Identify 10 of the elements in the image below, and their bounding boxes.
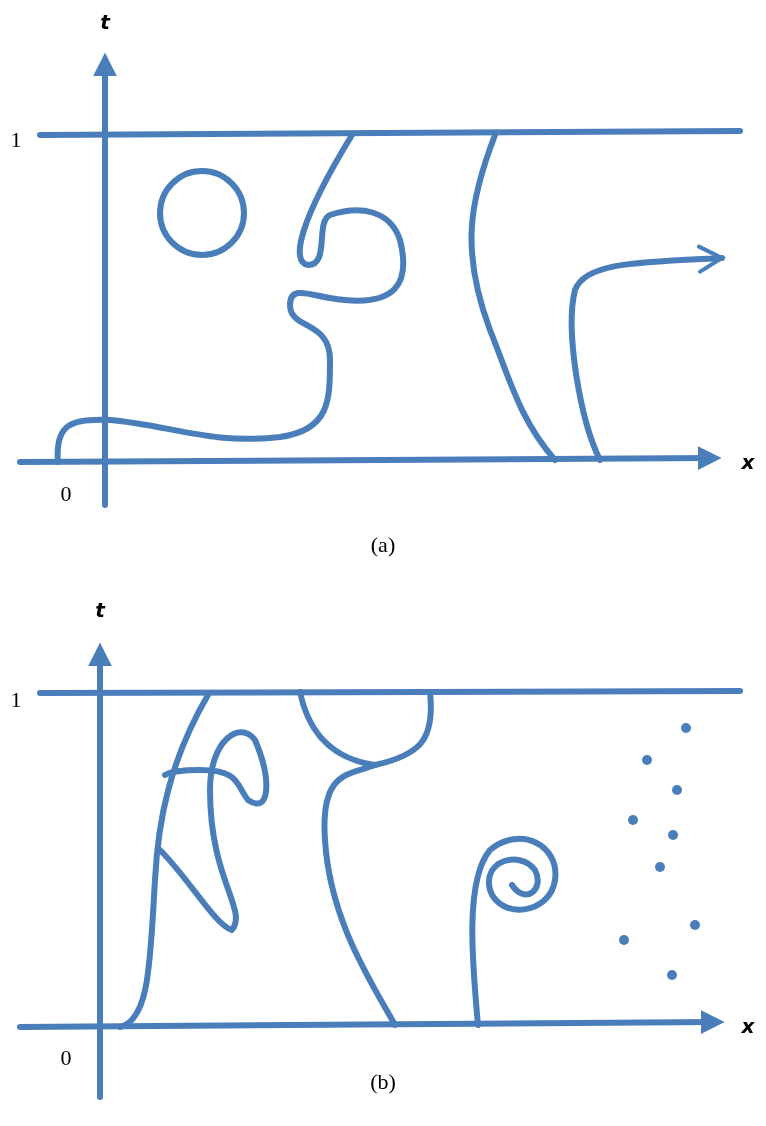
tick-label: 0 xyxy=(60,483,72,505)
axis-label: x xyxy=(741,452,755,472)
tick-label: 0 xyxy=(60,1047,72,1069)
tick-label: 1 xyxy=(10,689,22,711)
axis-label: t xyxy=(95,600,105,620)
axis-label: t xyxy=(100,12,110,32)
axis-label: x xyxy=(741,1016,755,1036)
tick-label: 1 xyxy=(10,129,22,151)
panel-label: (a) xyxy=(370,534,396,556)
panel-label: (b) xyxy=(370,1071,396,1093)
